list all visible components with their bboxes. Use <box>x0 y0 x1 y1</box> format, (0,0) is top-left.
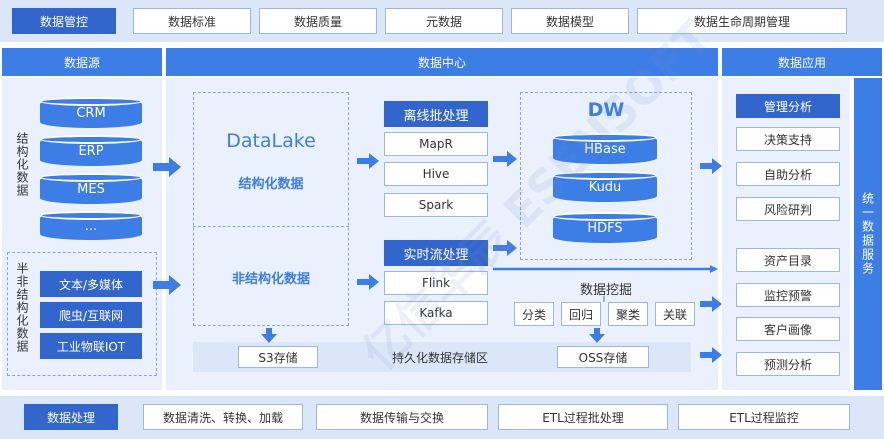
governance-item: 数据模型 <box>511 8 629 34</box>
app-item-prediction: 预测分析 <box>736 352 840 376</box>
source-more: ... <box>40 211 142 240</box>
dw-hbase: HBase <box>553 133 657 164</box>
governance-item: 数据标准 <box>133 8 251 34</box>
dw-kudu: Kudu <box>553 171 657 202</box>
governance-item: 数据质量 <box>259 8 377 34</box>
stream-processing-label: 实时流处理 <box>384 240 488 266</box>
center-header: 数据中心 <box>166 48 718 76</box>
batch-item-hive: Hive <box>384 162 488 186</box>
structured-data-label: 结构化数据 <box>15 132 29 197</box>
mining-item: 聚类 <box>608 302 648 326</box>
stream-item-kafka: Kafka <box>384 301 488 325</box>
app-item-selfservice: 自助分析 <box>736 162 840 186</box>
mining-item: 回归 <box>561 302 601 326</box>
storage-s3: S3存储 <box>238 346 318 368</box>
app-item-monitoring: 监控预警 <box>736 283 840 307</box>
app-item-asset-catalog: 资产目录 <box>736 248 840 272</box>
dw-box <box>520 92 692 260</box>
app-panel <box>722 78 850 390</box>
datalake-title: DataLake <box>226 130 316 152</box>
semi-structured-label: 半非结构化数据 <box>15 262 29 353</box>
datalake-unstructured: 非结构化数据 <box>231 272 310 287</box>
mining-item: 分类 <box>514 302 554 326</box>
source-iot: 工业物联IOT <box>40 333 142 359</box>
batch-processing-label: 离线批处理 <box>384 101 488 127</box>
datalake-divider <box>193 226 349 227</box>
processing-label: 数据处理 <box>24 404 118 430</box>
source-mes: MES <box>40 173 142 204</box>
source-crawler: 爬虫/互联网 <box>40 302 142 328</box>
source-crm: CRM <box>40 97 142 128</box>
source-erp: ERP <box>40 135 142 166</box>
datalake-structured: 结构化数据 <box>238 177 304 192</box>
batch-item-mapr: MapR <box>384 132 488 156</box>
app-item-risk: 风险研判 <box>736 197 840 221</box>
app-item-customer-profile: 客户画像 <box>736 317 840 341</box>
source-header: 数据源 <box>2 48 162 76</box>
source-media: 文本/多媒体 <box>40 271 142 297</box>
mining-item: 关联 <box>655 302 695 326</box>
stream-item-flink: Flink <box>384 271 488 295</box>
storage-label: 持久化数据存储区 <box>391 351 488 365</box>
data-mining-label: 数据挖掘 <box>579 283 632 298</box>
processing-item: ETL过程批处理 <box>498 404 668 430</box>
storage-oss: OSS存储 <box>557 346 649 368</box>
processing-item: ETL过程监控 <box>678 404 850 430</box>
app-header: 数据应用 <box>722 48 882 76</box>
batch-item-spark: Spark <box>384 193 488 217</box>
datalake-box <box>193 92 349 326</box>
governance-item: 元数据 <box>385 8 503 34</box>
processing-item: 数据清洗、转换、加载 <box>143 404 303 430</box>
semi-structured-box <box>7 252 157 376</box>
governance-label: 数据管控 <box>12 8 116 34</box>
dw-title: DW <box>587 99 625 121</box>
processing-item: 数据传输与交换 <box>316 404 488 430</box>
app-item-management: 管理分析 <box>736 94 840 118</box>
governance-item: 数据生命周期管理 <box>637 8 847 34</box>
unified-service-bar: 统一数据服务 <box>854 78 882 390</box>
dw-hdfs: HDFS <box>553 212 657 243</box>
app-item-decision: 决策支持 <box>736 127 840 151</box>
unified-service-label: 统一数据服务 <box>860 192 875 276</box>
